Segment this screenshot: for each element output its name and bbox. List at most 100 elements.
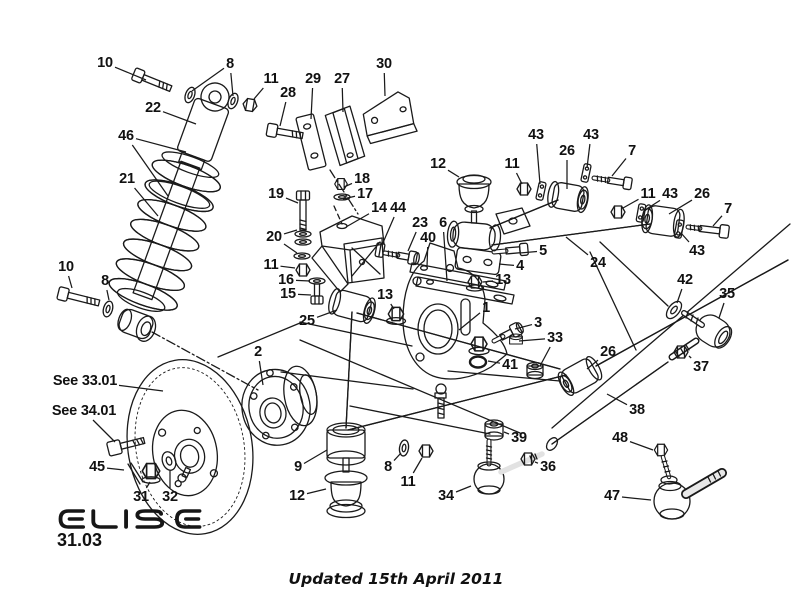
top-mount-bolt <box>131 67 173 93</box>
callout-21: 21 <box>119 171 135 187</box>
callout-24: 24 <box>590 255 606 271</box>
wheel-stud <box>177 466 192 483</box>
toe-nut-flange <box>465 284 485 292</box>
brake-disc <box>126 359 254 535</box>
callout-42: 42 <box>677 272 693 288</box>
callout-23: 23 <box>412 215 428 231</box>
washer <box>397 438 411 458</box>
lower-ball-joint <box>324 457 368 519</box>
callout-11: 11 <box>640 186 656 202</box>
callout-27: 27 <box>334 71 350 87</box>
callout-26: 26 <box>694 186 710 202</box>
callout-11: 11 <box>400 474 416 490</box>
callout-43: 43 <box>662 186 678 202</box>
hub-assembly <box>241 365 318 446</box>
washer <box>293 252 311 260</box>
pivot-bolt-front <box>591 175 633 191</box>
lateral-link-rod <box>595 259 789 367</box>
upper-wishbone <box>489 199 651 246</box>
callout-43: 43 <box>689 243 705 259</box>
ball-joint-nut <box>470 336 488 352</box>
tie-rod-end-outer <box>653 454 727 520</box>
callout-34: 34 <box>438 488 454 504</box>
hub-washer <box>161 451 177 471</box>
lower-bolt <box>310 283 324 305</box>
ball-joint-housing <box>326 422 366 466</box>
nyloc-nut <box>418 444 434 458</box>
spring-seat-lower <box>116 287 166 313</box>
callout-30: 30 <box>376 56 392 72</box>
lower-mount-bolt <box>56 286 101 307</box>
coil-spring <box>108 159 221 311</box>
washer <box>100 299 116 319</box>
callout-7: 7 <box>628 143 636 159</box>
subframe-bracket-30 <box>362 91 418 145</box>
callout-48: 48 <box>612 430 628 446</box>
spacer-39 <box>484 419 504 441</box>
bracket-through-bolt <box>382 250 420 266</box>
disc-retaining-screw <box>106 436 146 457</box>
bump-rubber <box>526 361 544 380</box>
updated-note: Updated 15th April 2011 <box>288 570 504 588</box>
callout-36: 36 <box>540 459 556 475</box>
clevis-bracket-27 <box>324 105 366 167</box>
callout-17: 17 <box>357 186 373 202</box>
damper-lower-eye <box>117 308 157 342</box>
callout-43: 43 <box>528 127 544 143</box>
castle-nut <box>653 443 669 457</box>
callout-11: 11 <box>263 257 279 273</box>
callout-6: 6 <box>439 215 447 231</box>
callout-41: 41 <box>502 357 518 373</box>
washer <box>333 193 351 201</box>
callout-2: 2 <box>254 344 262 360</box>
projection-lines <box>151 169 791 435</box>
callout-3: 3 <box>534 315 542 331</box>
wishbone-bush-front <box>547 180 589 214</box>
callout-22: 22 <box>145 100 161 116</box>
callout-4: 4 <box>516 258 524 274</box>
callout-7: 7 <box>724 201 732 217</box>
washer <box>225 91 241 111</box>
callout-26: 26 <box>600 344 616 360</box>
clamp-bolt <box>491 242 529 257</box>
split-pin <box>127 462 144 485</box>
callout-8: 8 <box>384 459 392 475</box>
callout-38: 38 <box>629 402 645 418</box>
spacer-clip <box>580 162 592 184</box>
bracket-bolt <box>295 190 311 231</box>
callout-37: 37 <box>693 359 709 375</box>
ball-joint-nut-flange <box>468 346 490 356</box>
bracket-plate-29 <box>295 113 327 171</box>
callout-46: 46 <box>118 128 134 144</box>
callout-29: 29 <box>305 71 321 87</box>
callout-26: 26 <box>559 143 575 159</box>
callout-12: 12 <box>430 156 446 172</box>
lower-wishbone <box>345 311 567 431</box>
callout-15: 15 <box>280 286 296 302</box>
callout-47: 47 <box>604 488 620 504</box>
callout-31: 31 <box>133 489 149 505</box>
callout-11: 11 <box>263 71 279 87</box>
callout-10: 10 <box>58 259 74 275</box>
elise-logo: ELISE <box>56 507 208 538</box>
callout-8: 8 <box>101 273 109 289</box>
callout-13: 13 <box>377 287 393 303</box>
callout-16: 16 <box>278 272 294 288</box>
callout-12: 12 <box>289 488 305 504</box>
pivot-nut <box>516 182 532 196</box>
callout-43: 43 <box>583 127 599 143</box>
upper-ball-joint <box>456 174 492 224</box>
callout-45: 45 <box>89 459 105 475</box>
carrier-nut-flange <box>385 316 407 326</box>
callout-18: 18 <box>354 171 370 187</box>
callout-10: 10 <box>97 55 113 71</box>
callout-11: 11 <box>504 156 520 172</box>
callout-25: 25 <box>299 313 315 329</box>
callout-1: 1 <box>482 300 490 316</box>
retaining-ring <box>468 355 488 369</box>
callout-39: 39 <box>511 430 527 446</box>
callout-See-34-01: See 34.01 <box>51 403 117 419</box>
callout-28: 28 <box>280 85 296 101</box>
callout-32: 32 <box>162 489 178 505</box>
